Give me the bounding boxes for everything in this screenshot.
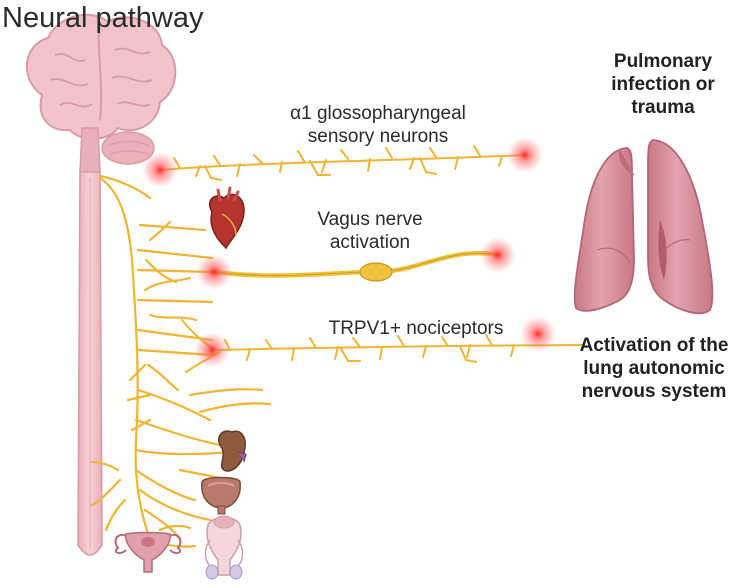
- kidney-icon: [218, 430, 247, 472]
- glow-gloss-right: [507, 137, 543, 173]
- activation-label-line-2: lung autonomic: [583, 358, 725, 379]
- diagram-title: Neural pathway: [2, 2, 204, 34]
- glow-vagus-right: [480, 237, 516, 273]
- glow-trpv1-left: [194, 332, 230, 368]
- brain-icon: [26, 13, 177, 173]
- glossopharyngeal-label-line-1: α1 glossopharyngeal: [290, 103, 466, 124]
- glow-trpv1-right: [520, 316, 556, 352]
- glossopharyngeal-label-line-2: sensory neurons: [307, 126, 449, 147]
- bladder-icon: [201, 476, 241, 515]
- vagus-label: Vagus nerve activation: [300, 208, 440, 254]
- trpv1-label: TRPV1+ nociceptors: [328, 318, 504, 339]
- nerve-network: [90, 174, 272, 548]
- uterus-icon: [114, 531, 182, 573]
- glow-gloss-left: [142, 152, 178, 188]
- glossopharyngeal-neuron: [159, 145, 526, 181]
- pulmonary-label: Pulmonary infection or trauma: [588, 50, 738, 119]
- heart-icon: [208, 186, 245, 250]
- activation-label-line-1: Activation of the: [579, 335, 729, 356]
- vagus-label-line-2: activation: [329, 232, 411, 253]
- spinal-cord-icon: [77, 169, 103, 556]
- male-reproductive-icon: [204, 515, 244, 580]
- vagus-label-line-1: Vagus nerve: [317, 209, 423, 230]
- lungs-icon: [573, 139, 714, 315]
- vagus-nerve: [212, 250, 501, 282]
- pulmonary-label-line-2: infection or: [611, 74, 715, 95]
- activation-label: Activation of the lung autonomic nervous…: [566, 334, 742, 403]
- activation-label-line-3: nervous system: [581, 381, 727, 402]
- glow-vagus-left: [196, 254, 232, 290]
- glossopharyngeal-label: α1 glossopharyngeal sensory neurons: [258, 102, 498, 148]
- pulmonary-label-line-1: Pulmonary: [613, 51, 713, 72]
- pulmonary-label-line-3: trauma: [631, 97, 695, 118]
